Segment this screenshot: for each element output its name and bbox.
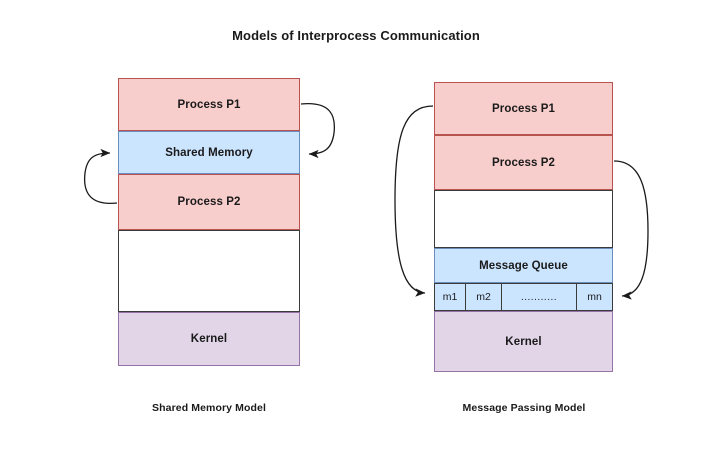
message-cell-m2-label: m2 bbox=[476, 291, 491, 303]
right-segment-kernel-label: Kernel bbox=[505, 335, 542, 348]
right-segment-message-queue-label: Message Queue bbox=[479, 259, 568, 272]
page-title: Models of Interprocess Communication bbox=[232, 28, 480, 43]
message-cell-ellipsis-label: ........... bbox=[520, 291, 558, 303]
message-cell-m1-label: m1 bbox=[442, 291, 458, 303]
shared-memory-model-stack: Process P1 Shared Memory Process P2 Kern… bbox=[118, 78, 300, 366]
message-cell-mn-label: mn bbox=[587, 291, 602, 303]
right-segment-process-p1-label: Process P1 bbox=[491, 102, 555, 115]
shared-memory-model-caption: Shared Memory Model bbox=[152, 402, 266, 414]
arrow-p2-to-shared-memory bbox=[83, 148, 118, 204]
message-passing-model-stack: Process P1 Process P2 Message Queue m1 m… bbox=[434, 82, 613, 372]
right-segment-process-p2-label: Process P2 bbox=[491, 156, 555, 169]
left-segment-process-p1: Process P1 bbox=[118, 78, 300, 131]
left-segment-kernel-label: Kernel bbox=[190, 333, 228, 345]
left-segment-process-p2: Process P2 bbox=[118, 174, 300, 230]
left-segment-process-p2-label: Process P2 bbox=[177, 196, 241, 208]
arrow-p2-to-message-queue bbox=[613, 160, 649, 300]
message-cell-ellipsis: ........... bbox=[502, 284, 577, 310]
message-passing-model-caption: Message Passing Model bbox=[462, 402, 586, 414]
left-segment-shared-memory: Shared Memory bbox=[118, 131, 300, 174]
right-segment-process-p1: Process P1 bbox=[434, 82, 613, 135]
left-segment-shared-memory-label: Shared Memory bbox=[165, 146, 253, 159]
message-cell-m1: m1 bbox=[435, 284, 466, 310]
message-queue-cells-row: m1 m2 ........... mn bbox=[434, 283, 613, 311]
message-cell-mn: mn bbox=[577, 284, 612, 310]
arrow-p1-to-message-queue bbox=[394, 105, 434, 297]
left-segment-process-p1-label: Process P1 bbox=[177, 98, 241, 111]
message-cell-m2: m2 bbox=[466, 284, 502, 310]
right-segment-kernel: Kernel bbox=[434, 311, 613, 372]
arrow-p1-to-shared-memory bbox=[300, 103, 336, 159]
right-segment-process-p2: Process P2 bbox=[434, 135, 613, 190]
right-segment-empty-space bbox=[434, 190, 613, 248]
right-segment-message-queue: Message Queue bbox=[434, 248, 613, 283]
left-segment-empty-space bbox=[118, 230, 300, 312]
left-segment-kernel: Kernel bbox=[118, 312, 300, 366]
